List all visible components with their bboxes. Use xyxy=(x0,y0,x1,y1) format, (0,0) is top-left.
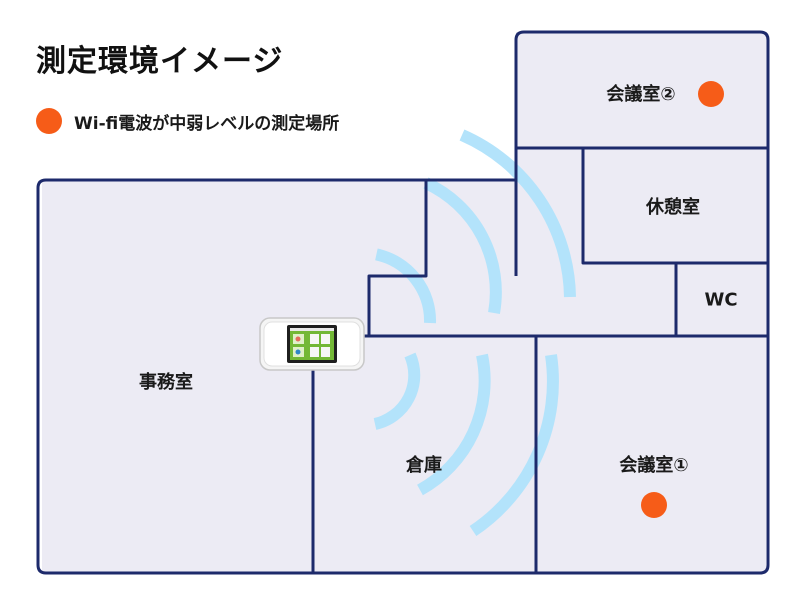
walls xyxy=(36,30,770,575)
meeting-room-1-fill xyxy=(536,336,766,572)
wall-lounge-left xyxy=(581,148,768,265)
wave-arc-middle-upper xyxy=(423,177,502,315)
outer-wall xyxy=(36,30,770,575)
room-label-meeting2: 会議室② xyxy=(606,84,676,105)
legend: Wi-fi電波が中弱レベルの測定場所 xyxy=(36,108,339,134)
room-label-lounge: 休憩室 xyxy=(646,197,700,218)
wave-arc-inner-upper xyxy=(374,248,437,324)
legend-label: Wi-fi電波が中弱レベルの測定場所 xyxy=(74,113,340,134)
room-fills xyxy=(42,32,767,572)
room-label-office: 事務室 xyxy=(139,372,193,393)
lounge-fill xyxy=(583,148,767,263)
page-title: 測定環境イメージ xyxy=(36,44,284,79)
room-label-wc: WC xyxy=(704,289,738,311)
wc-fill xyxy=(676,263,767,336)
legend-marker-icon xyxy=(36,108,62,134)
meeting-room-2-fill xyxy=(516,32,767,148)
measurement-point-meeting2 xyxy=(698,81,724,107)
pocket-wifi-router-icon xyxy=(259,317,365,371)
room-label-meeting1: 会議室① xyxy=(619,455,689,476)
wave-arc-outer-upper xyxy=(459,129,576,298)
room-label-storage: 倉庫 xyxy=(406,455,442,476)
measurement-point-meeting1 xyxy=(641,492,667,518)
wave-arc-inner-lower xyxy=(373,352,421,430)
wall-upper-partition xyxy=(367,180,428,336)
wave-arc-middle-lower xyxy=(417,353,491,496)
